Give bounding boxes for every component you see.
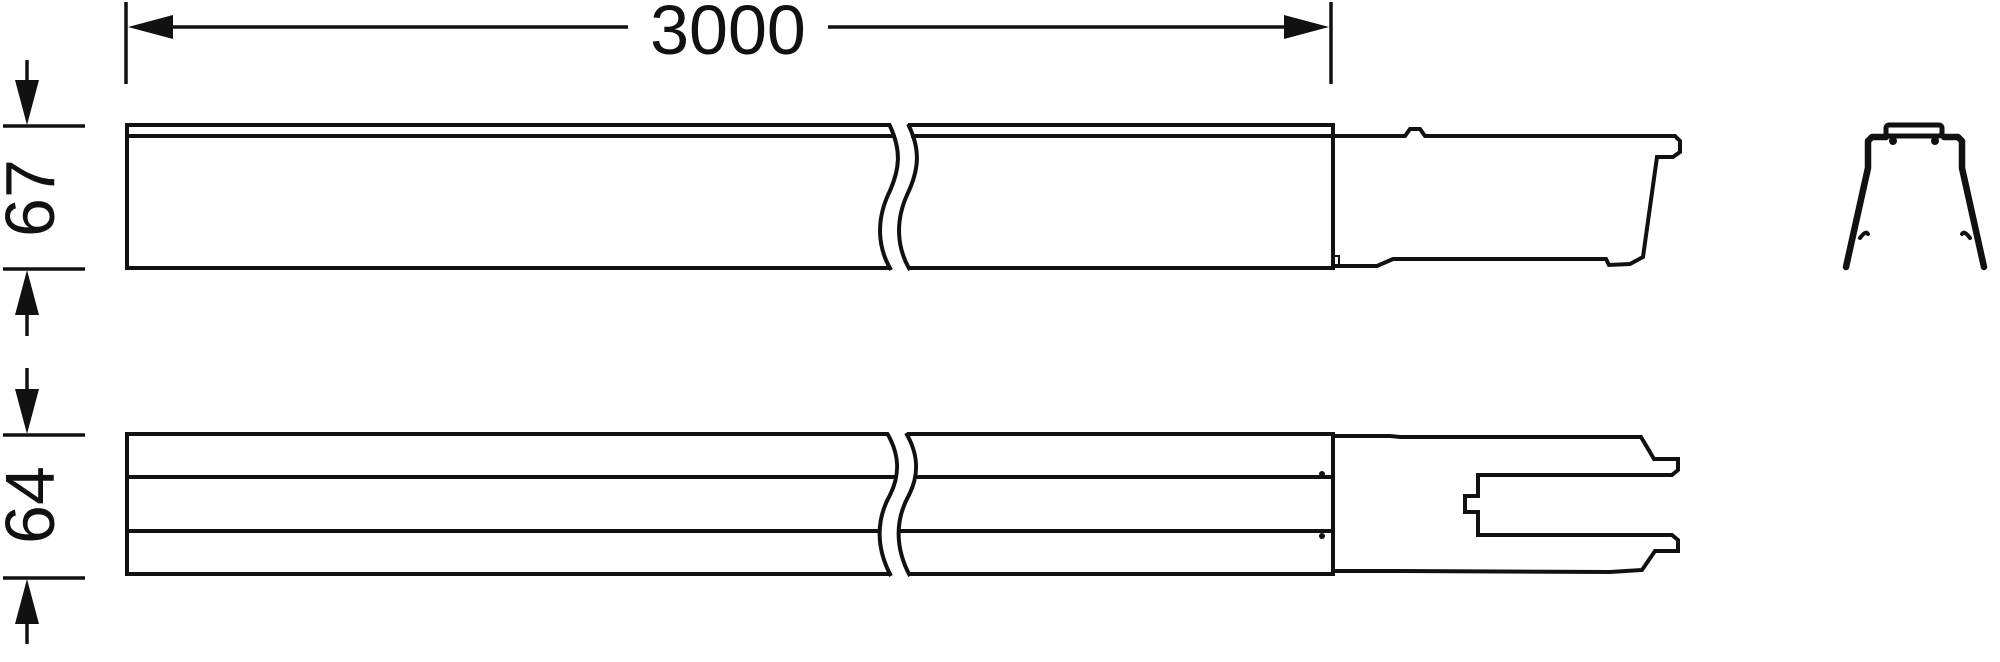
side-height-dimension: 67 <box>0 60 85 336</box>
top-right-outline <box>907 432 1335 576</box>
break-line-right-icon <box>897 123 919 272</box>
rivet <box>1931 137 1939 145</box>
top-plate <box>1883 122 1945 139</box>
arrow-down-icon <box>15 389 39 434</box>
break-line-right-icon <box>896 431 919 577</box>
side-left-outline <box>125 123 891 270</box>
top-end-cap-fork <box>1333 434 1680 575</box>
top-left-outline <box>125 432 891 576</box>
left-leg <box>1842 133 1890 271</box>
top-width-label: 64 <box>0 466 69 544</box>
side-height-label: 67 <box>0 159 69 237</box>
left-hook-icon <box>1858 230 1870 240</box>
rail-mark <box>1319 471 1325 477</box>
break-line-left-icon <box>878 123 900 272</box>
arrow-up-icon <box>15 270 39 315</box>
arrow-up-icon <box>15 579 39 624</box>
rivet <box>1889 137 1897 145</box>
arrow-down-icon <box>15 80 39 125</box>
rail-mark <box>1319 533 1325 539</box>
arrow-right-icon <box>1284 15 1329 39</box>
break-line-left-icon <box>877 431 900 577</box>
side-end-cap <box>1333 127 1682 268</box>
right-hook-icon <box>1960 230 1972 240</box>
arrow-left-icon <box>128 15 173 39</box>
side-view <box>125 123 1682 272</box>
end-cap-tab <box>1332 255 1340 267</box>
side-right-outline <box>908 123 1335 270</box>
cross-section <box>1842 122 1988 271</box>
length-dimension: 3000 <box>124 0 1333 84</box>
right-leg <box>1940 133 1988 271</box>
top-width-dimension: 64 <box>0 368 85 644</box>
top-view <box>125 431 1680 577</box>
length-label: 3000 <box>650 0 806 69</box>
